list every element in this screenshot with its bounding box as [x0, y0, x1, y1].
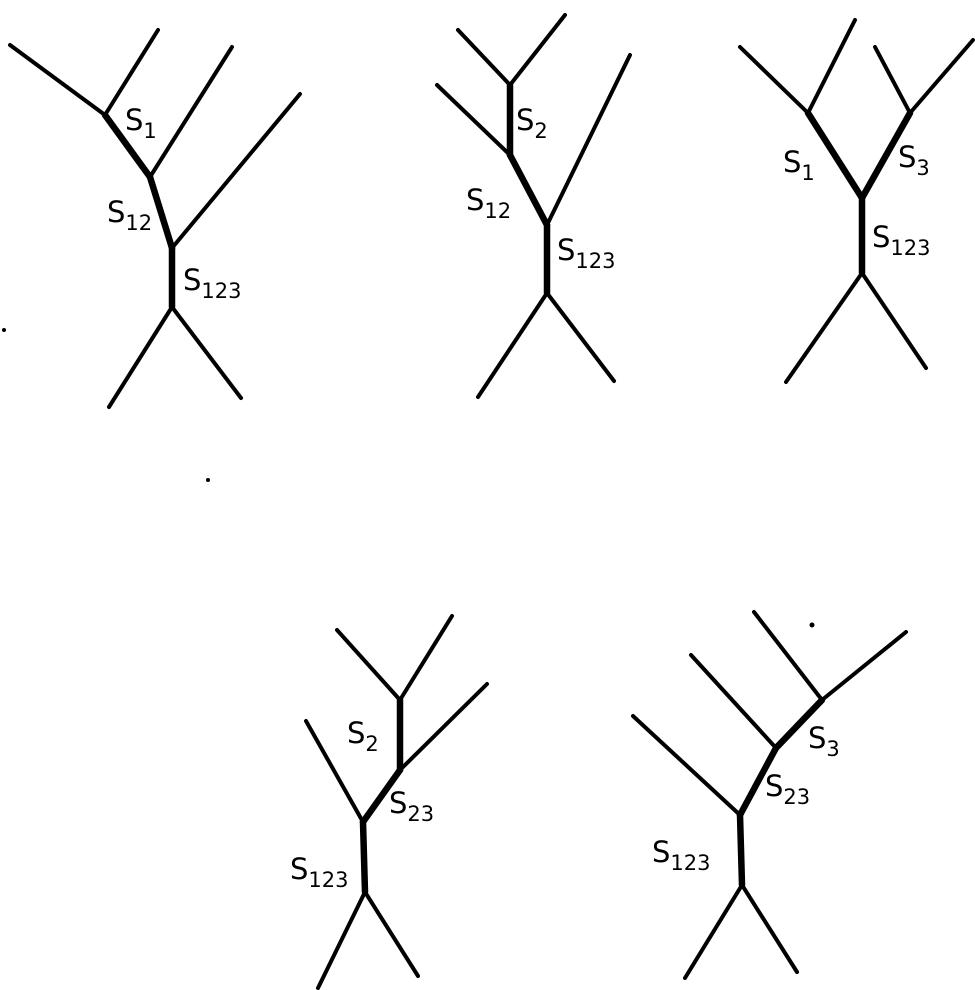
label-s123: S123: [652, 835, 711, 875]
external-leg: [304, 719, 365, 824]
external-leg: [740, 883, 799, 974]
external-leg: [335, 628, 402, 702]
speck: [2, 328, 6, 332]
propagator-s12: [146, 173, 176, 252]
external-leg: [103, 28, 160, 117]
external-leg: [752, 610, 824, 702]
external-leg: [820, 630, 908, 702]
tree-diagram-5: S3 S23 S123: [631, 610, 908, 980]
label-s23: S23: [765, 769, 810, 809]
propagator-s23: [736, 744, 780, 819]
external-leg: [784, 271, 864, 384]
propagator-s3: [772, 696, 826, 752]
external-leg: [316, 890, 367, 990]
external-leg: [873, 45, 912, 115]
propagator-s1: [101, 111, 154, 181]
propagator-s3: [858, 109, 914, 202]
external-leg: [508, 13, 567, 87]
external-leg: [476, 291, 549, 399]
scan-specks: [2, 328, 815, 628]
external-leg: [8, 43, 107, 117]
tree-diagram-1: S1 S12 S123: [8, 28, 302, 409]
speck: [206, 478, 210, 482]
propagator-s1: [804, 109, 866, 202]
label-s123: S123: [183, 263, 242, 303]
tree-diagram-3: S1 S3 S123: [738, 18, 975, 384]
propagator-s123: [359, 818, 369, 896]
label-s1: S1: [125, 103, 157, 143]
propagator-s12: [506, 151, 551, 229]
external-leg: [631, 714, 742, 817]
label-s2: S2: [516, 103, 548, 143]
external-leg: [435, 83, 512, 157]
propagator-s23: [359, 766, 404, 826]
external-leg: [398, 682, 489, 772]
external-leg: [683, 883, 744, 980]
external-leg: [545, 291, 616, 383]
label-s12: S12: [107, 195, 152, 235]
label-s1: S1: [783, 145, 815, 185]
external-leg: [363, 890, 420, 978]
external-leg: [148, 45, 234, 179]
speck: [809, 622, 815, 628]
external-leg: [398, 614, 454, 702]
label-s12: S12: [466, 183, 511, 223]
label-s2: S2: [347, 716, 379, 756]
label-s23: S23: [389, 786, 434, 826]
external-leg: [908, 38, 975, 115]
external-leg: [170, 305, 243, 400]
external-leg: [107, 305, 174, 409]
tree-diagram-2: S2 S12 S123: [435, 13, 632, 399]
tree-diagram-4: S2 S23 S123: [290, 614, 489, 990]
external-leg: [456, 28, 512, 87]
label-s123: S123: [290, 852, 349, 892]
label-s123: S123: [872, 220, 931, 260]
propagator-s123: [736, 811, 746, 889]
label-s3: S3: [898, 140, 930, 180]
external-leg: [689, 653, 778, 750]
external-leg: [170, 92, 302, 250]
external-leg: [738, 45, 810, 115]
external-leg: [860, 271, 928, 370]
external-leg: [545, 53, 632, 227]
external-leg: [806, 18, 857, 115]
label-s3: S3: [808, 721, 840, 761]
label-s123: S123: [557, 233, 616, 273]
